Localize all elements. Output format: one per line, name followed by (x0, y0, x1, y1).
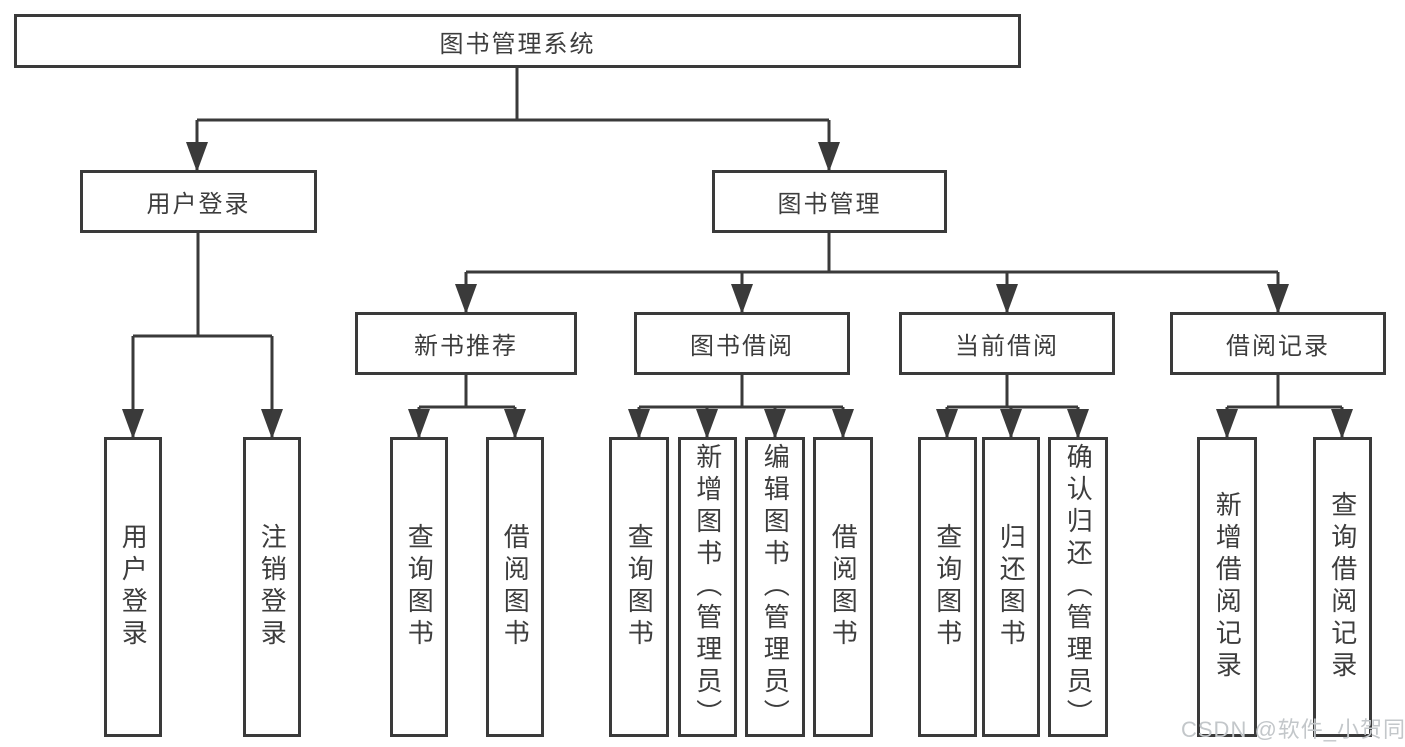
leaf-label: 新增图书（管理员） (692, 443, 723, 731)
leaf-edit-books-admin: 编辑图书（管理员） (745, 437, 805, 737)
node-label: 用户登录 (146, 191, 251, 218)
node-label: 当前借阅 (955, 333, 1059, 360)
leaf-query-books-borrow: 查询图书 (609, 437, 669, 737)
leaf-label: 编辑图书（管理员） (760, 443, 791, 731)
leaf-logout: 注销登录 (243, 437, 301, 737)
leaf-label: 借阅图书 (500, 523, 531, 651)
leaf-add-borrow-record: 新增借阅记录 (1197, 437, 1257, 737)
leaf-label: 确认归还（管理员） (1063, 443, 1094, 731)
node-borrow-records: 借阅记录 (1170, 312, 1386, 375)
leaf-borrow-books-recommend: 借阅图书 (486, 437, 544, 737)
leaf-confirm-return-admin: 确认归还（管理员） (1048, 437, 1108, 737)
node-label: 图书借阅 (690, 333, 794, 360)
leaf-label: 查询借阅记录 (1327, 491, 1358, 683)
node-library-management-system: 图书管理系统 (14, 14, 1021, 68)
node-book-management: 图书管理 (712, 170, 947, 233)
leaf-label: 用户登录 (118, 523, 149, 651)
node-label: 图书管理系统 (439, 30, 596, 58)
leaf-user-login: 用户登录 (104, 437, 162, 737)
node-label: 借阅记录 (1226, 333, 1330, 360)
leaf-borrow-books: 借阅图书 (813, 437, 873, 737)
leaf-label: 查询图书 (624, 523, 655, 651)
leaf-label: 查询图书 (404, 523, 435, 651)
node-new-book-recommend: 新书推荐 (355, 312, 577, 375)
leaf-query-books-current: 查询图书 (918, 437, 977, 737)
leaf-query-borrow-record: 查询借阅记录 (1313, 437, 1372, 737)
leaf-label: 借阅图书 (828, 523, 859, 651)
leaf-label: 注销登录 (257, 523, 288, 651)
node-user-login: 用户登录 (80, 170, 317, 233)
node-current-borrow: 当前借阅 (899, 312, 1115, 375)
leaf-label: 查询图书 (932, 523, 963, 651)
watermark: CSDN @软件_小贺同学 (1181, 717, 1405, 742)
leaf-return-books: 归还图书 (982, 437, 1040, 737)
leaf-query-books-recommend: 查询图书 (390, 437, 448, 737)
leaf-add-books-admin: 新增图书（管理员） (678, 437, 737, 737)
node-book-borrow: 图书借阅 (634, 312, 850, 375)
node-label: 图书管理 (777, 191, 882, 218)
node-label: 新书推荐 (414, 333, 518, 360)
leaf-label: 归还图书 (996, 523, 1027, 651)
leaf-label: 新增借阅记录 (1212, 491, 1243, 683)
